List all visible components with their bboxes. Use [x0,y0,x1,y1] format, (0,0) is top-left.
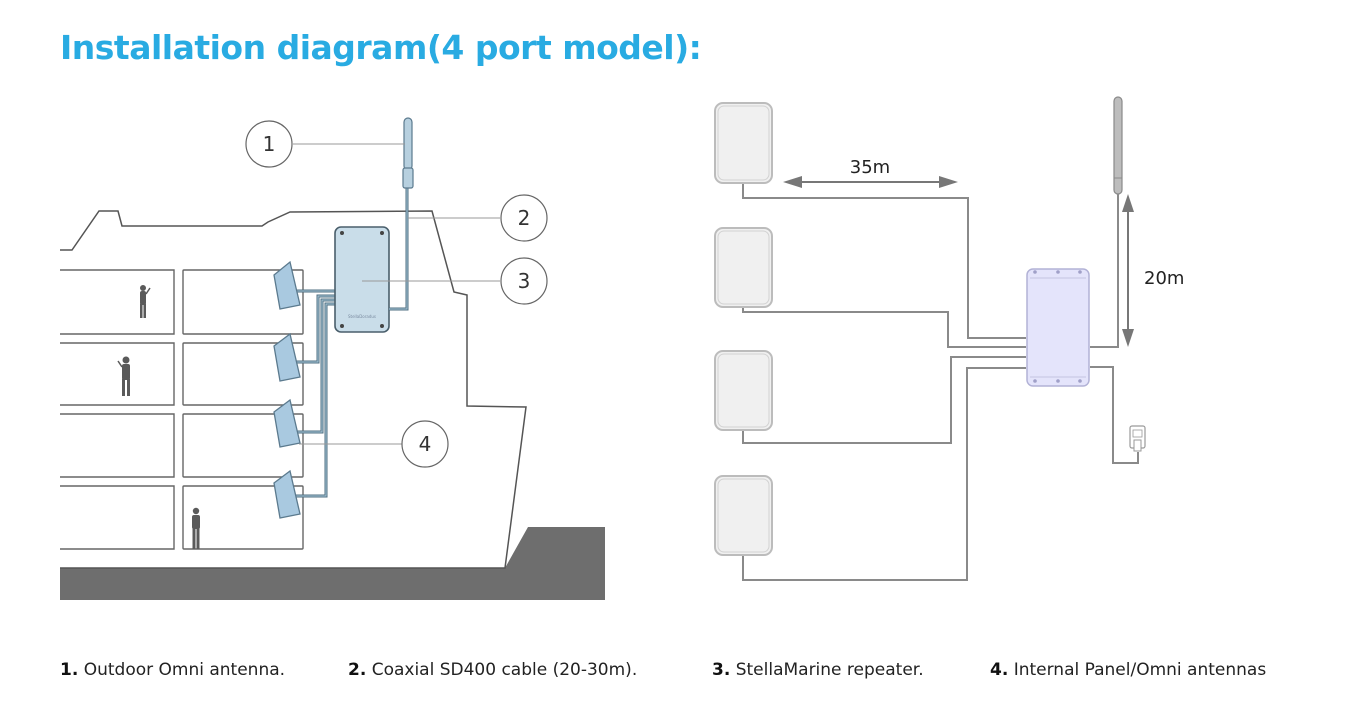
dimension-35m: 35m [783,157,958,188]
callout-3-circle [500,257,548,305]
cable [742,356,1026,444]
cable [742,367,1026,581]
repeater-device: StellaDoradus [334,226,390,333]
cable [742,183,1026,339]
panel-antenna-icon [273,260,301,310]
vertical-distance-label: 20m [1144,268,1184,289]
panel-antenna-icon [273,332,301,382]
panel-antenna-icon [273,398,301,448]
caption-2: 2. Coaxial SD400 cable (20-30m). [348,660,637,680]
cable [1090,366,1139,464]
panel-antenna-icon [273,469,301,519]
cable [742,307,1026,348]
ground-area [60,527,605,600]
horizontal-distance-label: 35m [850,157,890,178]
ship-cross-section: StellaDoradus 1 2 3 4 [60,117,605,600]
cabin [60,269,175,335]
cabin [60,342,175,406]
power-outlet-icon [1129,425,1146,452]
cabin [60,485,175,550]
page-title: Installation diagram(4 port model): [60,28,702,67]
caption-4-text: Internal Panel/Omni antennas [1008,660,1267,680]
panel-antenna-icon [714,475,773,556]
svg-text:StellaDoradus: StellaDoradus [348,314,376,319]
callout-2-number: 2 [518,206,531,230]
caption-2-number: 2. [348,660,367,680]
caption-1-text: Outdoor Omni antenna. [78,660,286,680]
cables [742,183,1139,581]
cabin [60,413,175,478]
caption-1-number: 1. [60,660,79,680]
panel-antenna-icon [714,102,773,184]
cable [1090,193,1119,348]
callout-1-circle [245,120,293,168]
caption-1: 1. Outdoor Omni antenna. [60,660,285,680]
person-icon [140,285,151,318]
caption-4-number: 4. [990,660,1009,680]
caption-2-text: Coaxial SD400 cable (20-30m). [366,660,638,680]
callout-3-number: 3 [518,269,531,293]
panel-antennas [714,102,773,556]
cabin [182,269,304,335]
repeater-device [1026,268,1090,387]
caption-4: 4. Internal Panel/Omni antennas [990,660,1266,680]
callout-1-number: 1 [263,132,276,156]
callout-2-circle [500,194,548,242]
wiring-schematic: 35m 20m [714,96,1184,581]
person-icon [192,507,200,549]
outdoor-omni-antenna-icon [402,117,414,189]
panel-antenna-icon [714,350,773,431]
person-icon [117,356,130,396]
cabins [60,269,304,550]
caption-3-number: 3. [712,660,731,680]
internal-panel-antennas [273,260,301,519]
cabin [182,413,304,478]
panel-antenna-icon [714,227,773,308]
caption-3-text: StellaMarine repeater. [730,660,924,680]
callout-4-circle [401,420,449,468]
cabin [182,485,304,550]
cabin [182,342,304,406]
callout-4-number: 4 [419,432,432,456]
dimension-20m: 20m [1122,194,1184,347]
coax-cable-outdoor [389,188,409,311]
ship-hull-outline [60,210,527,569]
outdoor-omni-antenna-icon [1113,96,1123,195]
caption-3: 3. StellaMarine repeater. [712,660,924,680]
